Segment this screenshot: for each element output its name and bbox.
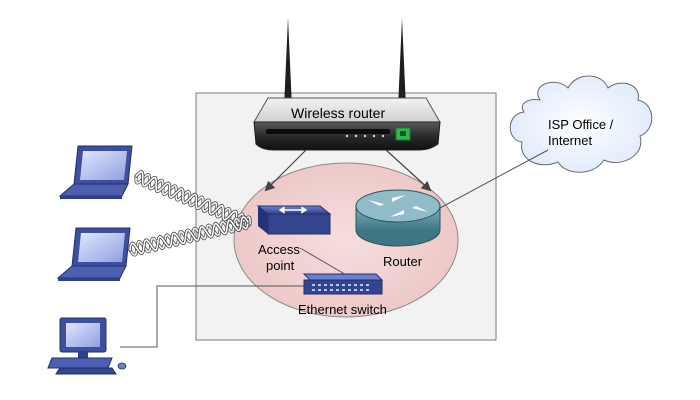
- access-point-icon: [256, 205, 332, 235]
- laptop-icon: [58, 145, 133, 199]
- isp-label-line1: ISP Office /: [548, 117, 614, 132]
- router-label: Router: [383, 254, 423, 269]
- isp-label-line2: Internet: [548, 133, 593, 148]
- desktop-computer-icon: [47, 317, 127, 375]
- switch-pc-link: [120, 285, 310, 348]
- antenna-icon: [284, 18, 406, 108]
- switch-icon: [302, 273, 384, 295]
- access-point-label-line1: Access: [258, 242, 300, 257]
- router-icon: [355, 189, 441, 247]
- router-to-ap-arrow: [264, 149, 307, 192]
- wireless-router-icon: [253, 97, 441, 151]
- wireless-signal-2: [128, 215, 250, 257]
- ethernet-switch-label: Ethernet switch: [298, 302, 387, 317]
- access-point-label-line2: point: [266, 258, 295, 273]
- laptop-icon: [56, 227, 131, 281]
- wireless-router-label: Wireless router: [291, 105, 386, 121]
- router-to-router-arrow: [385, 149, 432, 192]
- cloud-icon: [509, 75, 653, 173]
- ap-switch-link: [299, 247, 349, 277]
- router-isp-link: [439, 149, 549, 209]
